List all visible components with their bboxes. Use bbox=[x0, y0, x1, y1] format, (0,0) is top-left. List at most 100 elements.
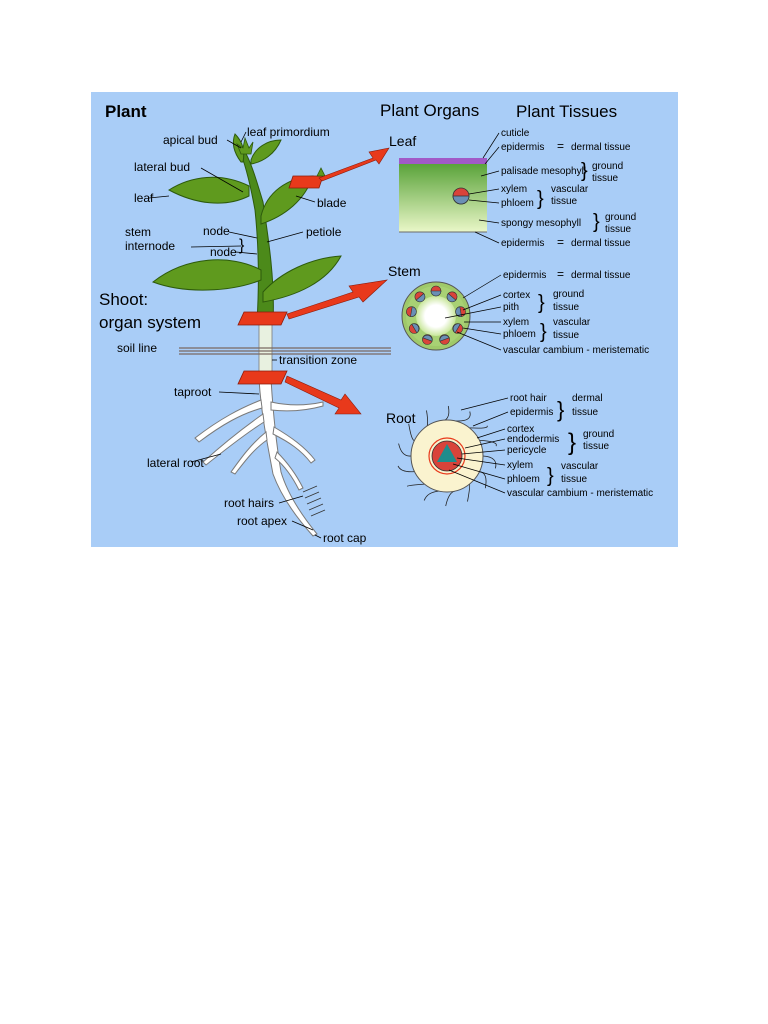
label-transition-zone: transition zone bbox=[279, 353, 357, 367]
stem-label-equals: = bbox=[557, 267, 564, 281]
root-label-root-hair: root hair bbox=[510, 393, 547, 404]
root-section-hair bbox=[425, 410, 428, 428]
leaf-lower-left bbox=[153, 260, 261, 290]
root-labels: root hair epidermis } dermal tissue cort… bbox=[507, 393, 653, 499]
leaf-label-phloem: phloem bbox=[501, 198, 534, 209]
label-apical-bud: apical bud bbox=[163, 133, 218, 147]
stem-label-xylem: xylem bbox=[503, 317, 529, 328]
leaf-label-vascular-b: tissue bbox=[551, 196, 578, 207]
leaf-labels: cuticle epidermis = dermal tissue palisa… bbox=[501, 128, 636, 249]
root-label-xylem: xylem bbox=[507, 460, 533, 471]
leaf-cross-section bbox=[399, 158, 487, 232]
leaf-mid-right bbox=[263, 256, 341, 302]
root-label-vascular-b: tissue bbox=[561, 474, 588, 485]
leaf-primordium-shape bbox=[317, 168, 325, 176]
label-root-apex: root apex bbox=[237, 514, 287, 528]
label-taproot: taproot bbox=[174, 385, 212, 399]
label-node-2: node bbox=[210, 245, 237, 259]
lateral-root-right-1 bbox=[271, 402, 323, 411]
stem-label-dermal: dermal tissue bbox=[571, 270, 631, 281]
stem-label-phloem: phloem bbox=[503, 329, 536, 340]
root-section-hair bbox=[469, 426, 487, 428]
stem-label-vascular-a: vascular bbox=[553, 317, 591, 328]
stem-labels: epidermis = dermal tissue cortex pith } … bbox=[503, 267, 649, 356]
root-brace-1: } bbox=[557, 397, 564, 422]
root-system bbox=[195, 379, 325, 536]
root-section-hair bbox=[468, 484, 470, 502]
leaf-label-dermal-bottom: dermal tissue bbox=[571, 238, 631, 249]
label-soil-line: soil line bbox=[117, 341, 157, 355]
leaf-label-ground1-b: tissue bbox=[592, 173, 619, 184]
stem-brace-1: } bbox=[538, 292, 545, 314]
stem-label-epidermis: epidermis bbox=[503, 270, 546, 281]
leaf-top-right bbox=[251, 140, 281, 164]
plant-organs-tissues-diagram: Plant Plant Organs Plant Tissues Shoot: … bbox=[91, 92, 678, 547]
label-blade: blade bbox=[317, 196, 347, 210]
root-section-hair bbox=[446, 491, 455, 506]
leaf-label-xylem: xylem bbox=[501, 184, 527, 195]
root-section-hair bbox=[455, 412, 470, 421]
root-label-endodermis: endodermis bbox=[507, 434, 559, 445]
lateral-root-left-2 bbox=[203, 414, 264, 465]
label-stem: stem bbox=[125, 225, 151, 239]
leaf-brace-3: } bbox=[593, 211, 600, 233]
node-brace: } bbox=[239, 237, 245, 254]
stem-label-pith: pith bbox=[503, 302, 519, 313]
leaf-brace-2: } bbox=[537, 188, 544, 210]
organ-leaf-title: Leaf bbox=[389, 133, 416, 149]
label-internode: internode bbox=[125, 239, 175, 253]
label-node-1: node bbox=[203, 224, 230, 238]
organ-stem-title: Stem bbox=[388, 263, 421, 279]
label-petiole: petiole bbox=[306, 225, 342, 239]
root-label-pericycle: pericycle bbox=[507, 445, 547, 456]
root-label-phloem: phloem bbox=[507, 474, 540, 485]
arrow-to-leaf bbox=[319, 148, 389, 181]
leaf-label-ground2-a: ground bbox=[605, 212, 636, 223]
label-root-cap: root cap bbox=[323, 531, 367, 545]
stem-label-ground-b: tissue bbox=[553, 302, 580, 313]
root-hairs-strokes bbox=[303, 486, 325, 516]
root-cross-section bbox=[411, 420, 483, 492]
leaf-label-epidermis-top: epidermis bbox=[501, 142, 544, 153]
root-label-dermal-b: tissue bbox=[572, 407, 599, 418]
diagram-canvas: Plant Plant Organs Plant Tissues Shoot: … bbox=[91, 92, 678, 547]
heading-plant-tissues: Plant Tissues bbox=[516, 102, 617, 121]
stem-label-cortex: cortex bbox=[503, 290, 530, 301]
root-section-hair bbox=[409, 424, 415, 441]
root-section-hair bbox=[399, 444, 411, 456]
leaf-label-palisade: palisade mesophyll bbox=[501, 166, 586, 177]
cuticle-layer bbox=[399, 158, 487, 164]
label-leaf-primordium: leaf primordium bbox=[247, 125, 330, 139]
root-section-plane bbox=[238, 371, 287, 384]
leaf-label-ground2-b: tissue bbox=[605, 224, 632, 235]
leaf-brace-1: } bbox=[581, 160, 588, 182]
root-brace-3: } bbox=[547, 465, 554, 487]
stem-section-plane bbox=[238, 312, 287, 325]
stem-label-ground-a: ground bbox=[553, 289, 584, 300]
leaf-top-left bbox=[169, 177, 249, 203]
stem-label-cambium: vascular cambium - meristematic bbox=[503, 345, 649, 356]
root-brace-2: } bbox=[568, 429, 576, 456]
label-lateral-bud: lateral bud bbox=[134, 160, 190, 174]
leaf-section-plane bbox=[289, 176, 323, 188]
heading-plant: Plant bbox=[105, 102, 147, 121]
root-label-dermal-a: dermal bbox=[572, 393, 603, 404]
stem-brace-2: } bbox=[540, 321, 547, 343]
heading-shoot: Shoot: bbox=[99, 290, 148, 309]
leaf-label-equals-bottom: = bbox=[557, 235, 564, 249]
stem-label-vascular-b: tissue bbox=[553, 330, 580, 341]
heading-organ-system: organ system bbox=[99, 313, 201, 332]
root-section-hair bbox=[424, 491, 439, 500]
organ-root-title: Root bbox=[386, 410, 416, 426]
leaf-label-vascular-a: vascular bbox=[551, 184, 589, 195]
leaf-label-dermal-top: dermal tissue bbox=[571, 142, 631, 153]
leaf-label-ground1-a: ground bbox=[592, 161, 623, 172]
root-section-hair bbox=[398, 466, 415, 472]
root-label-epidermis: epidermis bbox=[510, 407, 553, 418]
root-label-cambium: vascular cambium - meristematic bbox=[507, 488, 653, 499]
stem-pith bbox=[416, 296, 456, 336]
leaf-label-spongy: spongy mesophyll bbox=[501, 218, 581, 229]
root-section-hair bbox=[439, 406, 449, 421]
root-label-ground-b: tissue bbox=[583, 441, 610, 452]
root-label-vascular-a: vascular bbox=[561, 461, 599, 472]
